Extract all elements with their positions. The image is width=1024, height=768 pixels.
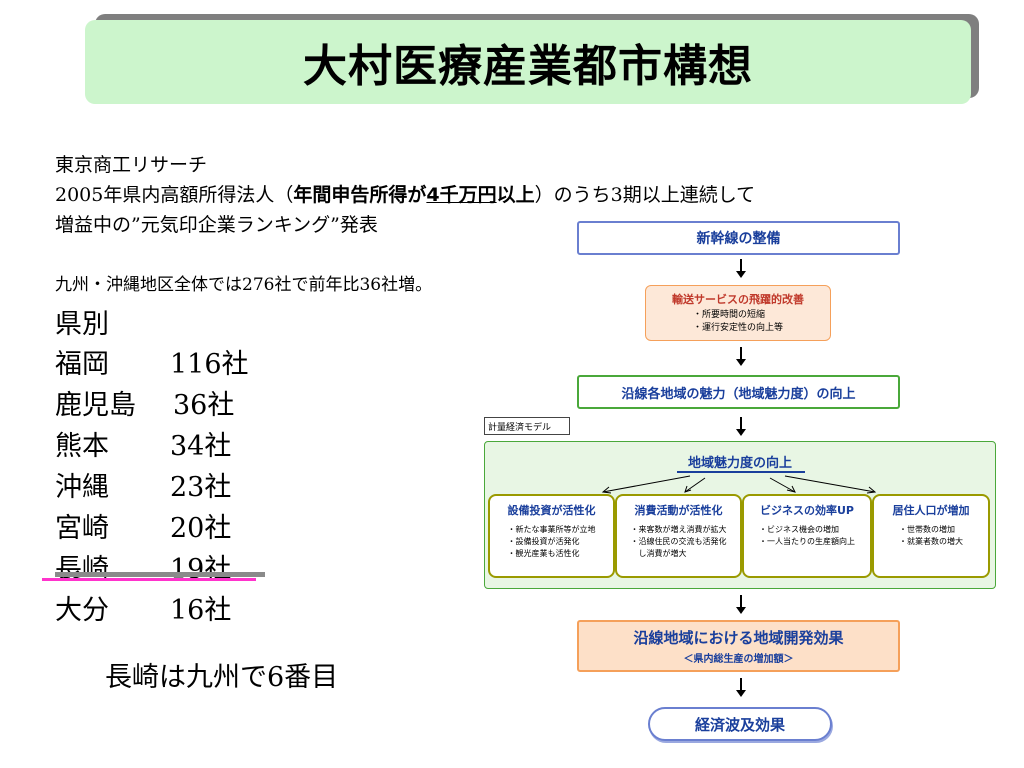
- intro-line2-d: 以上: [496, 184, 535, 206]
- summary-text: 九州・沖縄地区全体では276社で前年比36社増。: [55, 275, 433, 295]
- ranking-name: 沖縄: [55, 472, 109, 503]
- branch-arrows: [601, 475, 877, 494]
- down-arrow-icon: [736, 595, 746, 614]
- ranking-row: 宮崎 20社: [55, 506, 285, 546]
- intro-line2: 2005年県内高額所得法人（年間申告所得が4千万円以上）のうち3期以上連続して: [55, 180, 755, 207]
- regional-title-underline: [677, 471, 805, 473]
- column-title: 設備投資が活性化: [507, 504, 596, 517]
- ranking-count: 116社: [170, 349, 249, 380]
- transport-item: ・所要時間の短縮: [692, 310, 765, 320]
- ranking-row: 大分 16社: [55, 588, 285, 628]
- economic-ripple-label: 経済波及効果: [694, 715, 785, 734]
- column-title: ビジネスの効率UP: [760, 504, 854, 517]
- intro-line2-c: 4千万円: [426, 184, 497, 206]
- ranking-heading: 県別: [55, 309, 109, 340]
- column-item: ・世帯数の増加: [899, 525, 955, 534]
- title-banner: 大村医療産業都市構想: [85, 20, 971, 104]
- ranking-row: 福岡 116社: [55, 342, 285, 382]
- shinkansen-label: 新幹線の整備: [696, 231, 781, 247]
- model-label: 計量経済モデル: [488, 422, 552, 433]
- column-population: 居住人口が増加 ・世帯数の増加 ・就業者数の増大: [872, 494, 990, 578]
- ranking-name: 福岡: [55, 349, 109, 380]
- transport-box: 輸送サービスの飛躍的改善 ・所要時間の短縮 ・運行安定性の向上等: [645, 285, 831, 341]
- column-business-efficiency: ビジネスの効率UP ・ビジネス機会の増加 ・一人当たりの生産額向上: [742, 494, 872, 578]
- ranking-count: 16社: [170, 595, 232, 626]
- down-arrow-icon: [736, 259, 746, 278]
- ranking-name: 宮崎: [55, 513, 109, 544]
- ranking-count: 34社: [170, 431, 232, 462]
- column-title: 居住人口が増加: [892, 504, 970, 517]
- model-label-box: 計量経済モデル: [484, 417, 570, 435]
- regional-title: 地域魅力度の向上: [687, 456, 792, 471]
- column-consumption: 消費活動が活性化 ・来客数が増え消費が拡大 ・沿線住民の交流も活発化 し消費が増…: [615, 494, 742, 578]
- ranking-row: 沖縄 23社: [55, 465, 285, 505]
- shinkansen-box: 新幹線の整備: [577, 221, 900, 255]
- ranking-row-nagasaki: 長崎 19社: [55, 547, 285, 587]
- ranking-count: 23社: [170, 472, 232, 503]
- ranking-name: 熊本: [55, 431, 109, 462]
- attractiveness-label: 沿線各地域の魅力（地域魅力度）の向上: [621, 386, 856, 402]
- flow-diagram: 新幹線の整備 輸送サービスの飛躍的改善 ・所要時間の短縮 ・運行安定性の向上等 …: [480, 215, 1000, 760]
- intro-line2-e: ）のうち3期以上連続して: [534, 184, 756, 206]
- attractiveness-box: 沿線各地域の魅力（地域魅力度）の向上: [577, 375, 900, 409]
- development-effect-box: 沿線地域における地域開発効果 ＜県内総生産の増加額＞: [577, 620, 900, 672]
- down-arrow-icon: [736, 347, 746, 366]
- underline-shadow: [55, 572, 265, 577]
- column-item: ・就業者数の増大: [899, 537, 963, 546]
- transport-title: 輸送サービスの飛躍的改善: [672, 293, 804, 306]
- page-title: 大村医療産業都市構想: [303, 41, 753, 92]
- column-item: し消費が増大: [630, 549, 687, 558]
- column-item: ・観光産業も活性化: [507, 549, 580, 558]
- column-item: ・一人当たりの生産額向上: [759, 537, 855, 546]
- highlight-underline: [42, 578, 256, 581]
- intro-line1: 東京商工リサーチ: [55, 154, 208, 176]
- column-item: ・沿線住民の交流も活発化: [630, 537, 727, 546]
- column-title: 消費活動が活性化: [634, 504, 723, 517]
- economic-ripple-box: 経済波及効果: [648, 707, 832, 741]
- transport-item: ・運行安定性の向上等: [692, 323, 783, 333]
- ranking-count: 36社: [173, 390, 235, 421]
- ranking-row: 熊本 34社: [55, 424, 285, 464]
- intro-line2-a: 2005年県内高額所得法人（: [55, 184, 294, 206]
- down-arrow-icon: [736, 678, 746, 697]
- regional-attractiveness-panel: 地域魅力度の向上 設備投資が活性化 ・新たな事業所等が立地 ・設備投資が活発化 …: [484, 441, 996, 589]
- development-effect-title: 沿線地域における地域開発効果: [633, 629, 844, 647]
- development-effect-sub: ＜県内総生産の増加額＞: [683, 654, 794, 665]
- column-item: ・設備投資が活発化: [507, 537, 580, 546]
- ranking-row: 鹿児島 36社: [55, 383, 285, 423]
- ranking-list: 福岡 116社 鹿児島 36社 熊本 34社 沖縄 23社 宮崎 20社 長崎 …: [55, 342, 285, 632]
- ranking-name: 鹿児島: [55, 390, 136, 421]
- ranking-note: 長崎は九州で6番目: [105, 662, 339, 693]
- intro-line3: 増益中の”元気印企業ランキング”発表: [55, 214, 378, 236]
- intro-line2-b: 年間申告所得が: [293, 184, 427, 206]
- ranking-name: 大分: [55, 595, 109, 626]
- column-item: ・新たな事業所等が立地: [507, 525, 596, 534]
- ranking-count: 20社: [170, 513, 232, 544]
- down-arrow-icon: [736, 417, 746, 436]
- column-item: ・ビジネス機会の増加: [759, 525, 839, 534]
- column-capital-investment: 設備投資が活性化 ・新たな事業所等が立地 ・設備投資が活発化 ・観光産業も活性化: [488, 494, 615, 578]
- column-item: ・来客数が増え消費が拡大: [630, 525, 727, 534]
